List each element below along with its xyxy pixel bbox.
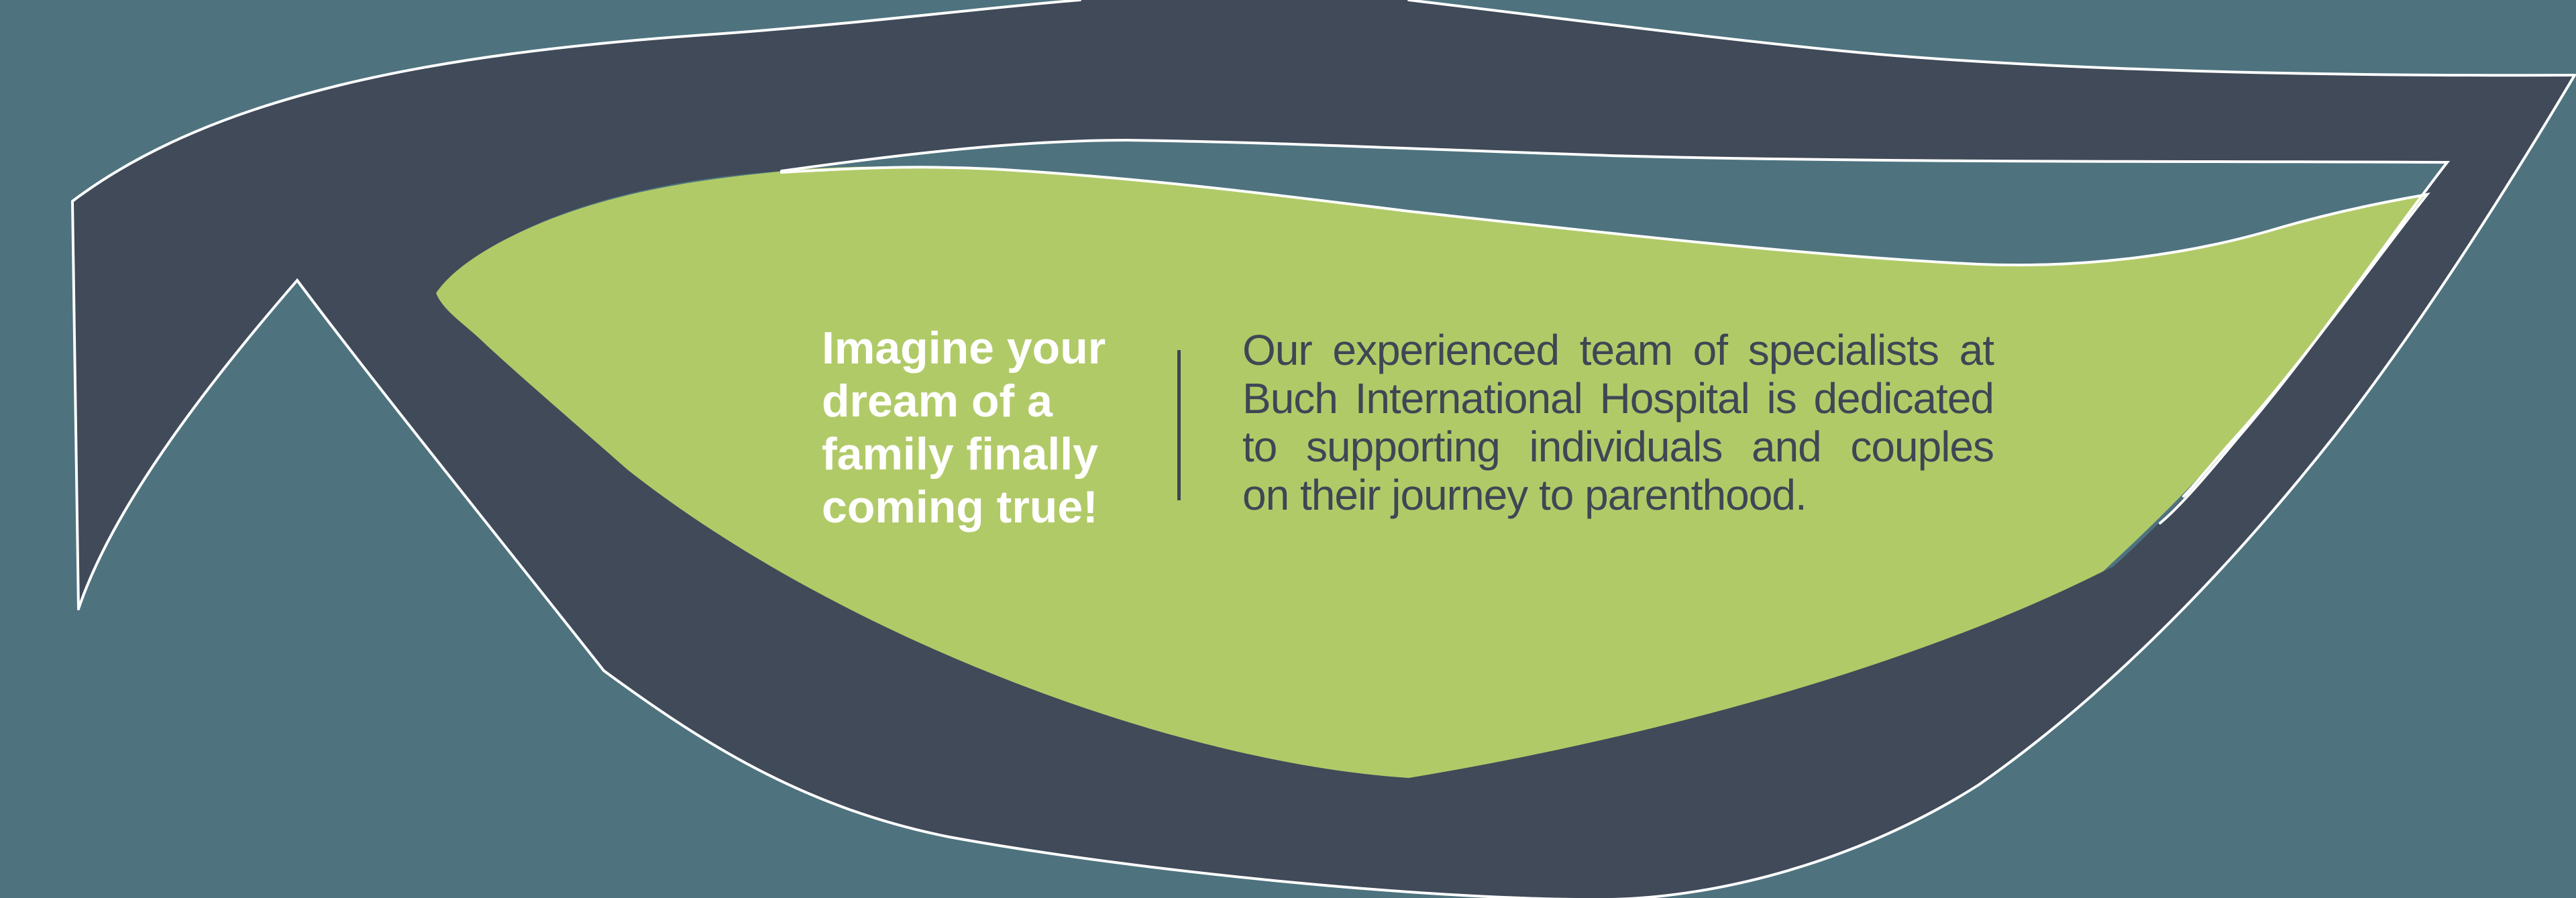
description-line: on their journey to parenthood. xyxy=(1242,471,1807,519)
tagline-line: Imagine your xyxy=(822,323,1106,374)
description-line: Our experienced team of specialists at xyxy=(1242,326,1994,374)
divider-line xyxy=(1177,350,1181,500)
leaf-green-shape xyxy=(436,166,2427,778)
edge-green-top xyxy=(780,166,2430,498)
tagline-line: dream of a xyxy=(822,376,1053,427)
edge-left-top xyxy=(70,0,1081,610)
tagline-line: coming true! xyxy=(822,482,1098,532)
description-line: to supporting individuals and couples xyxy=(1242,423,1994,471)
tagline-line: family finally xyxy=(822,429,1098,480)
edge-right-bottom xyxy=(77,74,2576,898)
tagline: Imagine your dream of a family finally c… xyxy=(822,322,1197,534)
description: Our experienced team of specialists at B… xyxy=(1242,326,1994,519)
description-line: Buch International Hospital is dedicated xyxy=(1242,374,1994,423)
edge-top-right xyxy=(1407,0,2576,77)
